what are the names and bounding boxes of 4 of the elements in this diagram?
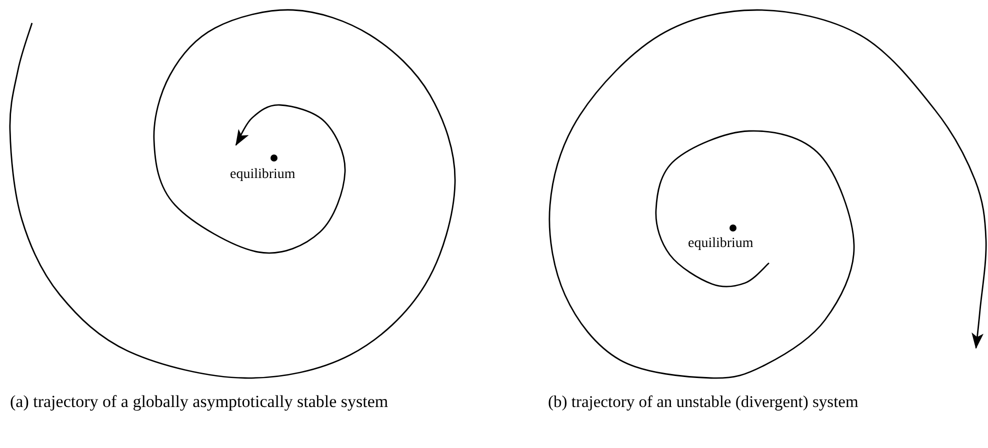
figure-caption: (b) trajectory of an unstable (divergent) system <box>548 391 860 413</box>
figure-caption: (a) trajectory of a globally asymptotically stable system <box>10 391 390 413</box>
equilibrium-label: equilibrium <box>230 166 296 184</box>
equilibrium-label: equilibrium <box>688 235 754 253</box>
